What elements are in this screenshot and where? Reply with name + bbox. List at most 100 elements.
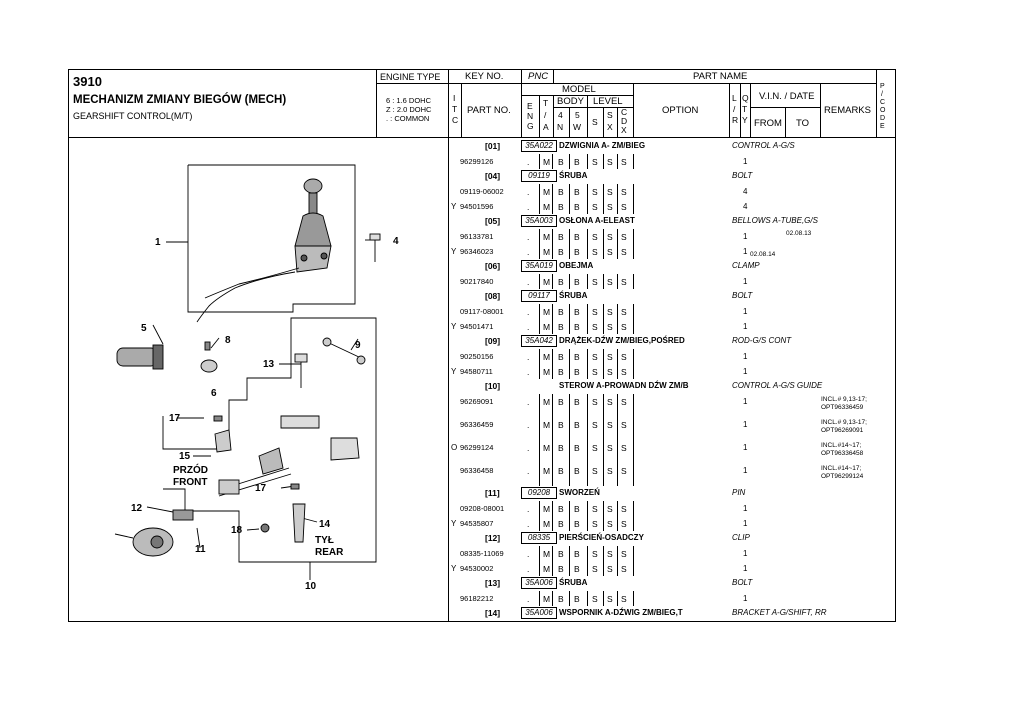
col-pcode-3: C — [880, 99, 886, 106]
gearshift-diagram: 1 4 5 8 9 13 6 17 15 PRZÓD FRONT 17 12 1… — [114, 164, 399, 592]
key-no: [12] — [485, 533, 501, 543]
col-sep — [569, 516, 570, 531]
model-n4: B — [558, 157, 564, 167]
remark-line-1: INCL.# 9,13-17; — [821, 396, 867, 403]
model-cdx: S — [621, 367, 627, 377]
qty: 1 — [743, 466, 748, 475]
col-sep — [587, 440, 588, 463]
model-ta: M — [543, 594, 551, 604]
col-sep — [569, 546, 570, 561]
model-cdx: S — [621, 247, 627, 257]
col-sep — [587, 274, 588, 289]
model-ta: M — [543, 322, 551, 332]
model-s: S — [592, 157, 598, 167]
col-body: BODY — [557, 96, 584, 107]
model-w5: B — [574, 504, 580, 514]
ta-cell — [539, 561, 553, 576]
part-no: 94501596 — [460, 202, 494, 211]
model-w5: B — [574, 322, 580, 332]
qty: 1 — [743, 420, 748, 429]
col-sep — [587, 349, 588, 364]
model-sx: S — [607, 352, 613, 362]
col-sep — [603, 440, 604, 463]
qty: 1 — [743, 564, 748, 573]
col-sep — [617, 394, 618, 417]
col-sx-1: S — [607, 110, 613, 120]
col-body-4: 4 — [558, 110, 563, 120]
model-w5: B — [574, 466, 580, 476]
col-sep — [617, 440, 618, 463]
model-w5: B — [574, 564, 580, 574]
part-name: DZWIGNIA A- ZM/BIEG — [559, 141, 646, 150]
part-no: 94535807 — [460, 519, 494, 528]
model-eng: . — [527, 277, 530, 287]
date-from: 02.08.14 — [750, 251, 776, 258]
col-sep — [603, 364, 604, 379]
model-sx: S — [607, 202, 613, 212]
model-sx: S — [607, 519, 613, 529]
model-ta: M — [543, 367, 551, 377]
itc-code: Y — [451, 202, 457, 211]
pnc-box: 35A042 — [521, 335, 557, 347]
col-sep — [603, 274, 604, 289]
pnc-box: 08335 — [521, 532, 557, 544]
model-n4: B — [558, 443, 564, 453]
col-part-no: PART NO. — [467, 105, 511, 116]
col-option: OPTION — [662, 105, 699, 116]
model-w5: B — [574, 232, 580, 242]
col-pnc: PNC — [528, 71, 549, 82]
ta-cell — [539, 440, 553, 463]
col-sep — [569, 440, 570, 463]
page-frame — [68, 69, 896, 622]
model-n4: B — [558, 202, 564, 212]
col-from: FROM — [754, 118, 782, 129]
col-cdx-2: D — [621, 116, 628, 126]
col-pcode-6: E — [880, 123, 885, 130]
model-w5: B — [574, 549, 580, 559]
model-cdx: S — [621, 187, 627, 197]
model-eng: . — [527, 187, 530, 197]
part-name: ŚRUBA — [559, 291, 588, 300]
model-ta: M — [543, 549, 551, 559]
itc-code: Y — [451, 367, 457, 376]
col-lr-3: R — [732, 115, 739, 125]
part-no: 09117-08001 — [460, 307, 504, 316]
part-desc: BOLT — [732, 291, 753, 300]
col-itc-2: T — [452, 104, 458, 114]
part-desc: PIN — [732, 488, 746, 497]
qty: 1 — [743, 549, 748, 558]
col-sep — [569, 349, 570, 364]
model-n4: B — [558, 549, 564, 559]
level-end — [633, 546, 634, 561]
part-no: 96336458 — [460, 466, 494, 475]
model-ta: M — [543, 352, 551, 362]
col-sep — [587, 394, 588, 417]
col-pcode-5: D — [880, 115, 886, 122]
key-no: [11] — [485, 488, 500, 498]
model-w5: B — [574, 157, 580, 167]
page-code: 3910 — [73, 74, 102, 89]
model-cdx: S — [621, 443, 627, 453]
col-sep — [617, 244, 618, 259]
model-eng: . — [527, 504, 530, 514]
itc-code: O — [451, 443, 458, 452]
col-s: S — [592, 117, 598, 127]
model-n4: B — [558, 504, 564, 514]
col-sep — [587, 304, 588, 319]
remark-line-2: OPT96269091 — [821, 427, 864, 434]
model-cdx: S — [621, 504, 627, 514]
model-ta: M — [543, 443, 551, 453]
part-name: STEROW A-PROWADN DŹW ZM/B — [559, 381, 689, 390]
qty: 1 — [743, 519, 748, 528]
model-w5: B — [574, 443, 580, 453]
model-eng: . — [527, 232, 530, 242]
pnc-box: 35A006 — [521, 607, 557, 619]
model-w5: B — [574, 420, 580, 430]
col-cdx-1: C — [621, 107, 628, 117]
col-sep — [587, 546, 588, 561]
model-w5: B — [574, 397, 580, 407]
col-qty-3: Y — [742, 115, 748, 125]
model-eng: . — [527, 352, 530, 362]
model-ta: M — [543, 466, 551, 476]
model-w5: B — [574, 367, 580, 377]
